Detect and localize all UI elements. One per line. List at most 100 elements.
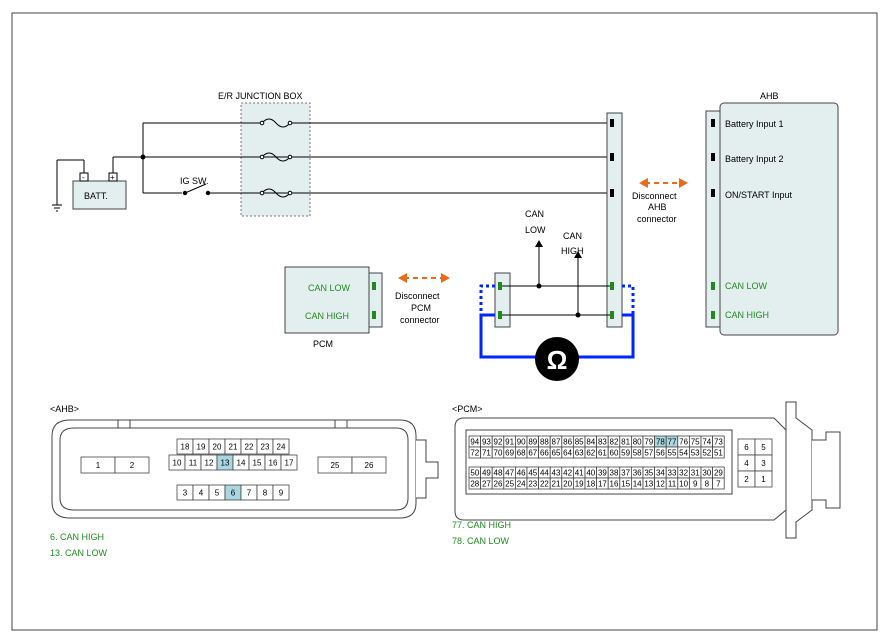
pin-label: 23 [261,443,270,452]
pin-label: 11 [189,459,198,468]
pin-label: 15 [621,480,630,489]
pin-label: 32 [679,469,688,478]
pcm-can-low-terminal [372,282,376,290]
pin-label: 68 [517,449,526,458]
pin-label: 70 [494,449,503,458]
pin-cell [712,446,725,459]
pin-label: 71 [482,449,491,458]
ahb-can-low-terminal [711,282,715,290]
disconnect-ahb-line1: Disconnect [632,191,677,201]
pin-label: 37 [621,469,630,478]
pin-label: 6 [231,489,236,498]
pin-label: 13 [221,459,230,468]
pin-label: 24 [517,480,526,489]
pcm-connector-lock [812,431,841,509]
pcm-harness-connector [494,272,511,328]
pin-label: 25 [505,480,514,489]
ohmmeter-leads[interactable] [479,284,635,359]
pin-label: 18 [586,480,595,489]
ahb-latch-right [334,419,348,429]
pin-label: 51 [714,449,723,458]
ahb-legend-can-low: 13. CAN LOW [50,548,108,558]
pcm-connector-title: <PCM> [452,404,483,414]
pin-label: 16 [269,459,278,468]
ahb-can-high-label: CAN HIGH [725,310,769,320]
pin-label: 19 [575,480,584,489]
ahb-title: AHB [760,91,779,101]
disconnect-ahb-arrow-left-icon [639,178,648,188]
ahb-can-low-label: CAN LOW [725,281,768,291]
pin-label: 18 [181,443,190,452]
pin-cell [114,456,150,474]
pin-label: 52 [702,449,711,458]
power-wires [52,122,610,212]
ahb-can-high-terminal [711,311,715,319]
pin-label: 16 [610,480,619,489]
pin-label: 84 [586,438,595,447]
pin-cell [280,454,298,471]
pin-label: 5 [761,443,766,452]
pin-label: 5 [215,489,220,498]
pcm-connector-inner [465,429,733,495]
ohm-icon: Ω [547,345,568,375]
disconnect-ahb-arrow-right-icon [679,178,688,188]
pin-label: 61 [598,449,607,458]
diagram-frame [11,12,878,631]
pin-label: 45 [528,469,537,478]
pin-label: 8 [705,480,710,489]
disconnect-ahb-line3: connector [637,214,677,224]
pin-label: 82 [610,438,619,447]
pin-label: 7 [716,480,721,489]
can-low-label-line2: LOW [525,225,546,235]
pin-label: 89 [528,438,537,447]
pin-label: 1 [96,461,101,470]
pin-label: 19 [197,443,206,452]
pin-label: 75 [691,438,700,447]
pin-label: 74 [702,438,711,447]
pin-label: 93 [482,438,491,447]
pin-label: 35 [644,469,653,478]
pin-label: 40 [586,469,595,478]
pin-label: 81 [621,438,630,447]
pin-label: 4 [744,459,749,468]
pin-label: 48 [494,469,503,478]
pin-label: 15 [253,459,262,468]
pcm-module [284,266,370,334]
pin-label: 91 [505,438,514,447]
pin-label: 94 [470,438,479,447]
battery-minus-terminal [79,172,89,182]
pin-label: 27 [482,480,491,489]
ahb-connector-inner [59,427,409,511]
pin-label: 63 [575,449,584,458]
pin-label: 20 [563,480,572,489]
pin-label: 2 [744,475,749,484]
pin-label: 73 [714,438,723,447]
pin-label: 13 [644,480,653,489]
pin-label: 12 [205,459,214,468]
pin-cell [272,438,290,455]
disconnect-pcm-arrow-left-icon [398,273,407,283]
pin-label: 78 [656,438,665,447]
disconnect-ahb-line2: AHB [648,202,667,212]
pin-label: 41 [575,469,584,478]
ohmmeter[interactable] [535,337,579,381]
ig-switch-label: IG SW. [180,176,209,186]
pin-label: 53 [691,449,700,458]
can-high-label-line1: CAN [563,231,582,241]
pin-label: 88 [540,438,549,447]
pcm-legend-can-low: 78. CAN LOW [452,536,510,546]
pin-label: 80 [633,438,642,447]
pcm-title: PCM [313,339,333,349]
pcm-can-high-label: CAN HIGH [305,311,349,321]
can-high-label-line2: HIGH [561,246,584,256]
junction-box-label: E/R JUNCTION BOX [218,91,303,101]
pin-label: 4 [199,489,204,498]
pin-label: 90 [517,438,526,447]
pcm-harness-can-low-terminal [498,282,502,290]
pin-label: 21 [229,443,238,452]
pin-label: 21 [552,480,561,489]
pin-label: 72 [470,449,479,458]
pin-label: 60 [610,449,619,458]
